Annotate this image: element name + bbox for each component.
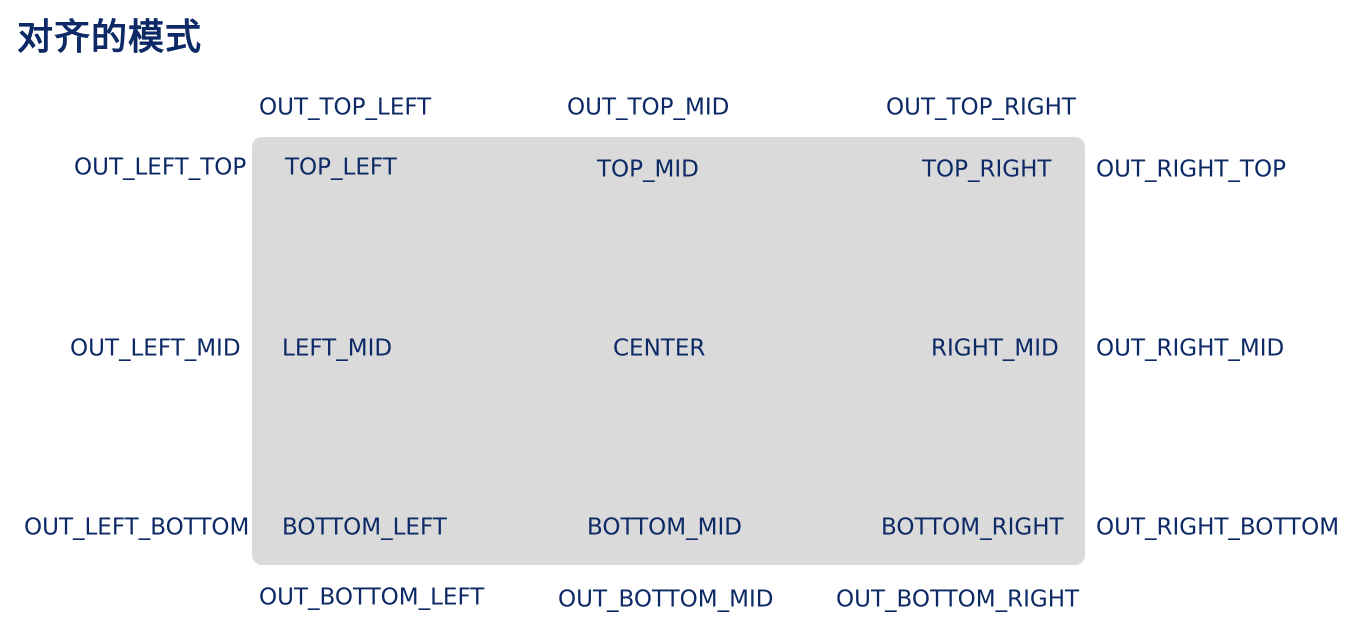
- alignment-box: [252, 137, 1085, 565]
- label-out-left-top: OUT_LEFT_TOP: [74, 154, 247, 181]
- label-right-mid: RIGHT_MID: [931, 335, 1059, 362]
- label-out-bottom-left: OUT_BOTTOM_LEFT: [259, 584, 485, 611]
- label-top-left: TOP_LEFT: [285, 154, 397, 181]
- label-bottom-right: BOTTOM_RIGHT: [881, 514, 1064, 541]
- label-out-right-top: OUT_RIGHT_TOP: [1096, 156, 1286, 183]
- label-out-left-mid: OUT_LEFT_MID: [70, 335, 241, 362]
- label-top-right: TOP_RIGHT: [922, 156, 1052, 183]
- label-out-top-right: OUT_TOP_RIGHT: [886, 94, 1076, 121]
- label-center: CENTER: [613, 335, 706, 362]
- label-out-top-left: OUT_TOP_LEFT: [259, 94, 432, 121]
- label-out-top-mid: OUT_TOP_MID: [567, 94, 730, 121]
- label-out-right-mid: OUT_RIGHT_MID: [1096, 335, 1285, 362]
- label-out-bottom-mid: OUT_BOTTOM_MID: [558, 586, 774, 613]
- label-out-right-bottom: OUT_RIGHT_BOTTOM: [1096, 514, 1340, 541]
- label-out-left-bottom: OUT_LEFT_BOTTOM: [24, 514, 250, 541]
- label-left-mid: LEFT_MID: [282, 335, 393, 362]
- label-bottom-left: BOTTOM_LEFT: [282, 514, 447, 541]
- page-title: 对齐的模式: [17, 17, 203, 58]
- label-out-bottom-right: OUT_BOTTOM_RIGHT: [836, 586, 1080, 613]
- label-bottom-mid: BOTTOM_MID: [587, 514, 742, 541]
- label-top-mid: TOP_MID: [597, 156, 699, 183]
